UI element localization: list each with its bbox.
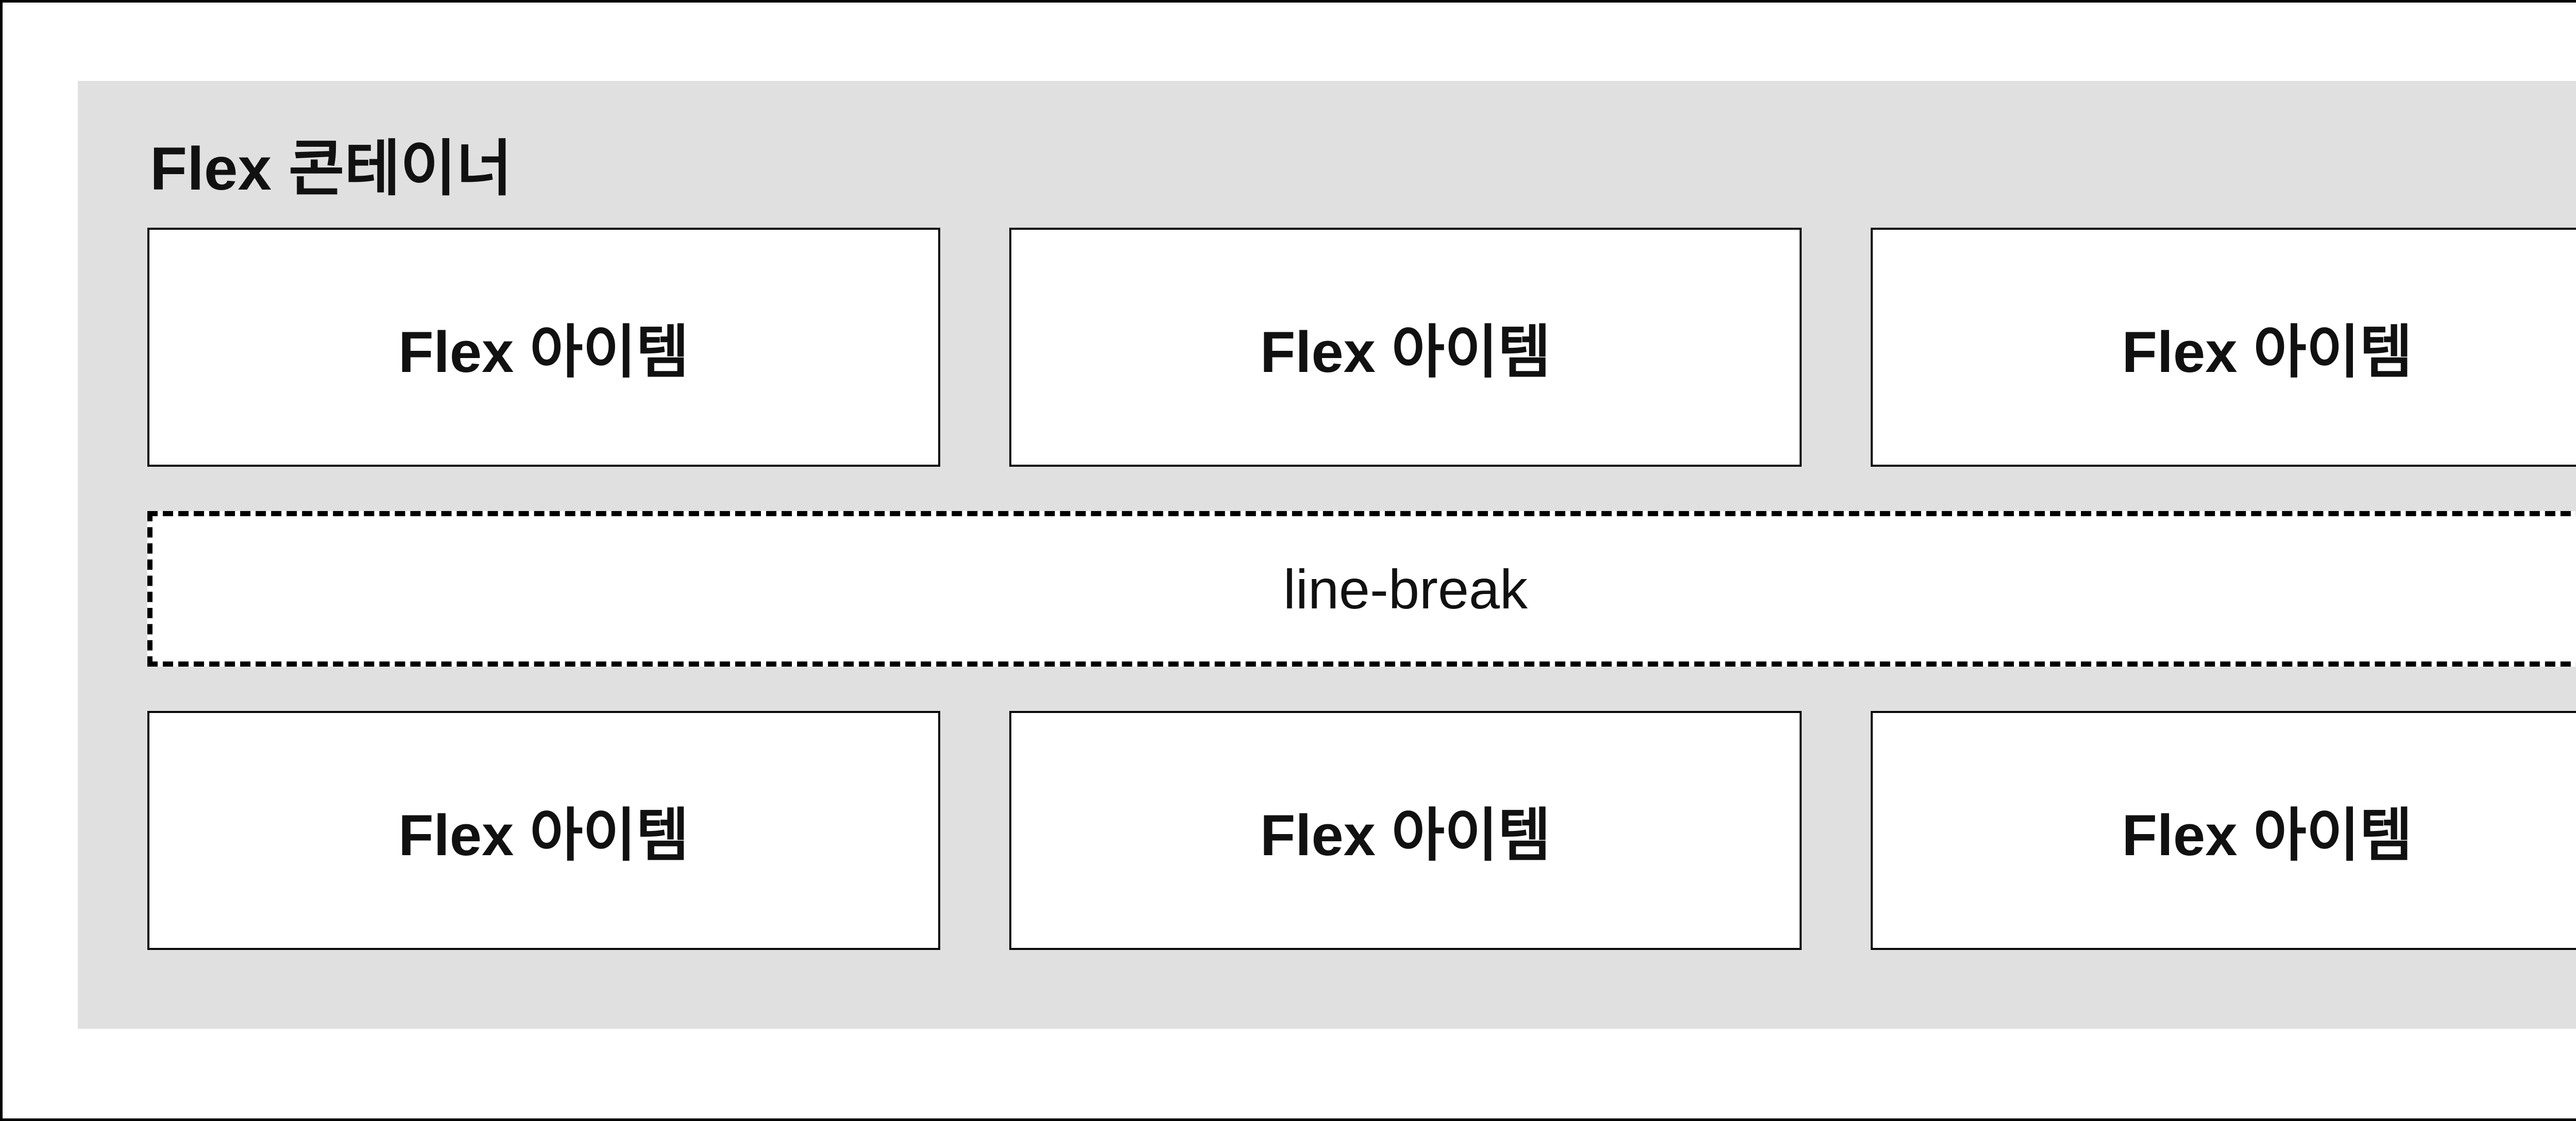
flex-item: Flex 아이템 <box>1871 228 2576 467</box>
flex-item-label: Flex 아이템 <box>398 803 689 868</box>
flex-item-label: Flex 아이템 <box>1260 320 1551 384</box>
flex-container-label: Flex 콘테이너 <box>150 135 513 203</box>
flex-area: Flex 아이템 Flex 아이템 Flex 아이템 line-break Fl… <box>147 228 2576 950</box>
flex-container: Flex 콘테이너 Flex 아이템 Flex 아이템 Flex 아이템 lin… <box>78 81 2576 1029</box>
line-break-label: line-break <box>1283 557 1528 620</box>
flex-item: Flex 아이템 <box>1009 711 1802 950</box>
flex-item: Flex 아이템 <box>147 711 940 950</box>
flex-item-label: Flex 아이템 <box>2122 803 2413 868</box>
flex-item-label: Flex 아이템 <box>2122 320 2413 384</box>
flex-item: Flex 아이템 <box>1871 711 2576 950</box>
flex-item-label: Flex 아이템 <box>1260 803 1551 868</box>
flex-item: Flex 아이템 <box>1009 228 1802 467</box>
flex-item: Flex 아이템 <box>147 228 940 467</box>
flex-item-label: Flex 아이템 <box>398 320 689 384</box>
line-break-box: line-break <box>147 511 2576 667</box>
